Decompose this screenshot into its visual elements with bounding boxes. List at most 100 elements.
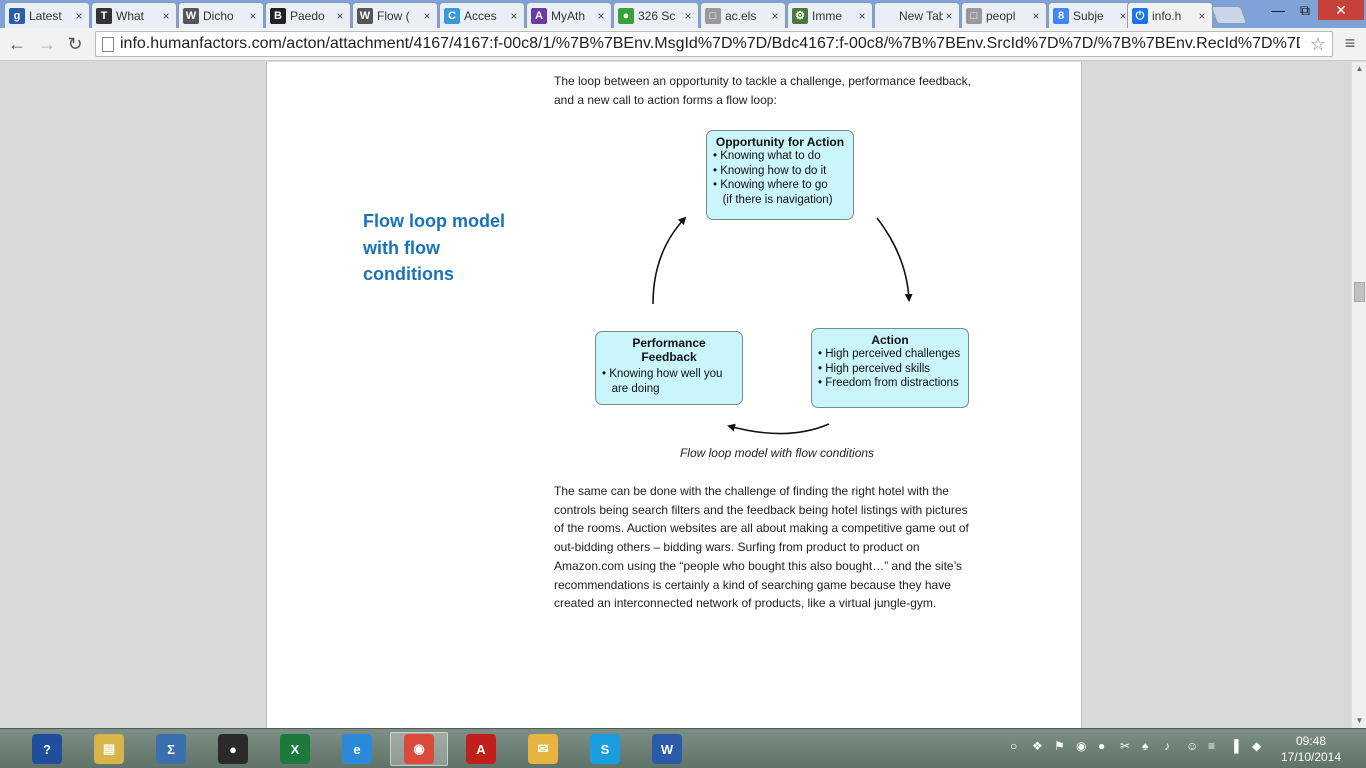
tray-icon[interactable]: ❖: [1032, 739, 1043, 753]
tab-close-icon[interactable]: ×: [684, 8, 692, 23]
skype-icon[interactable]: S: [576, 732, 634, 766]
box-item: • Knowing where to go: [713, 179, 828, 191]
tab-close-icon[interactable]: ×: [597, 8, 605, 23]
browser-tab[interactable]: □peopl×: [961, 2, 1047, 28]
tab-close-icon[interactable]: ×: [945, 8, 953, 23]
tab-close-icon[interactable]: ×: [1198, 9, 1206, 23]
math-input-icon[interactable]: Σ: [142, 732, 200, 766]
bookmark-star-icon[interactable]: ☆: [1309, 34, 1326, 54]
side-heading: Flow loop model with flow conditions: [363, 208, 523, 288]
taskbar-glyph: e: [342, 734, 372, 764]
new-tab-button[interactable]: [1210, 6, 1248, 24]
menu-icon[interactable]: ≡: [1344, 33, 1356, 53]
tab-close-icon[interactable]: ×: [423, 8, 431, 23]
tray-icon[interactable]: ▐: [1230, 739, 1239, 753]
tray-icon[interactable]: ○: [1010, 739, 1018, 753]
minimize-button[interactable]: —: [1271, 2, 1285, 18]
tab-favicon-icon: □: [705, 7, 721, 24]
arrow-to-opportunity: [652, 216, 687, 305]
scroll-up-icon[interactable]: ▲: [1355, 64, 1364, 73]
tab-close-icon[interactable]: ×: [1119, 8, 1127, 23]
document-page: The loop between an opportunity to tackl…: [266, 62, 1082, 728]
url-input[interactable]: [120, 34, 1300, 54]
acrobat-icon[interactable]: A: [452, 732, 510, 766]
tab-close-icon[interactable]: ×: [75, 8, 83, 23]
tab-label: Subje: [1073, 8, 1104, 23]
address-bar[interactable]: ☆: [95, 31, 1333, 57]
tab-close-icon[interactable]: ×: [510, 8, 518, 23]
taskbar-glyph: ▤: [94, 734, 124, 764]
diagram-caption: Flow loop model with flow conditions: [679, 446, 875, 460]
file-explorer-icon[interactable]: ▤: [80, 732, 138, 766]
tab-close-icon[interactable]: ×: [858, 8, 866, 23]
side-heading-line: with flow: [363, 237, 440, 258]
box-item: • Knowing what to do: [713, 150, 821, 162]
taskbar-glyph: ?: [32, 734, 62, 764]
help-icon[interactable]: ?: [18, 732, 76, 766]
tab-label: 326 Sc: [638, 8, 676, 23]
tray-icon[interactable]: ◆: [1252, 739, 1262, 753]
browser-tab[interactable]: ⏻ info.h ×: [1127, 2, 1213, 29]
media-center-icon[interactable]: ●: [204, 732, 262, 766]
tab-close-icon[interactable]: ×: [336, 8, 344, 23]
tray-icon[interactable]: ✂: [1120, 739, 1131, 753]
tab-favicon-icon: C: [444, 7, 460, 24]
page-viewport: The loop between an opportunity to tackl…: [0, 62, 1351, 728]
excel-icon[interactable]: X: [266, 732, 324, 766]
forward-button[interactable]: →: [38, 34, 56, 54]
word-icon[interactable]: W: [638, 732, 696, 766]
close-window-button[interactable]: ✕: [1318, 0, 1364, 20]
system-clock[interactable]: 09:48 17/10/2014: [1276, 733, 1346, 765]
browser-tab[interactable]: □ac.els×: [700, 2, 786, 28]
body-line: The same can be done with the challenge …: [554, 484, 949, 498]
back-button[interactable]: ←: [8, 34, 26, 54]
tab-close-icon[interactable]: ×: [771, 8, 779, 23]
vertical-scrollbar[interactable]: ▲ ▼: [1351, 62, 1366, 728]
tray-icon[interactable]: ♪: [1164, 739, 1170, 753]
tab-favicon-icon: ⏻: [1132, 8, 1148, 24]
tab-label: What: [116, 8, 145, 23]
tab-favicon-icon: [879, 7, 895, 24]
outlook-icon[interactable]: ✉: [514, 732, 572, 766]
taskbar-glyph: X: [280, 734, 310, 764]
intro-line: The loop between an opportunity to tackl…: [554, 74, 971, 88]
taskbar-glyph: W: [652, 734, 682, 764]
tray-icon[interactable]: ☺: [1186, 739, 1199, 753]
page-icon: [102, 37, 114, 52]
tab-favicon-icon: W: [357, 7, 373, 24]
tray-icon[interactable]: ●: [1098, 739, 1106, 753]
browser-tab[interactable]: ⚙Imme×: [787, 2, 873, 28]
tray-icon[interactable]: ⚑: [1054, 739, 1065, 753]
scroll-down-icon[interactable]: ▼: [1355, 716, 1364, 725]
reload-button[interactable]: ↻: [67, 34, 83, 54]
browser-tab[interactable]: New Tab×: [874, 2, 960, 28]
box-title: Action: [871, 333, 909, 347]
tab-close-icon[interactable]: ×: [162, 8, 170, 23]
browser-tab[interactable]: ● 326 Sc ×: [613, 2, 699, 28]
tab-label: Dicho: [203, 8, 234, 23]
tab-label: info.h: [1152, 9, 1182, 23]
scroll-thumb[interactable]: [1354, 282, 1365, 302]
clock-time: 09:48: [1295, 734, 1327, 748]
tab-close-icon[interactable]: ×: [249, 8, 257, 23]
action-box: Action • High perceived challenges • Hig…: [811, 328, 969, 408]
internet-explorer-icon[interactable]: e: [328, 732, 386, 766]
chrome-icon[interactable]: ◉: [390, 732, 448, 766]
tray-icon[interactable]: ≡: [1208, 739, 1216, 753]
tray-icon[interactable]: ◉: [1076, 739, 1087, 753]
tab-favicon-icon: ●: [618, 7, 634, 24]
arrow-to-action: [876, 217, 913, 302]
tray-icon[interactable]: ♠: [1142, 739, 1149, 753]
intro-paragraph: The loop between an opportunity to tackl…: [554, 72, 984, 109]
body-line: of the rooms. Auction websites are all a…: [554, 521, 969, 536]
restore-button[interactable]: ⧉: [1300, 2, 1310, 18]
tab-close-icon[interactable]: ×: [1032, 8, 1040, 23]
